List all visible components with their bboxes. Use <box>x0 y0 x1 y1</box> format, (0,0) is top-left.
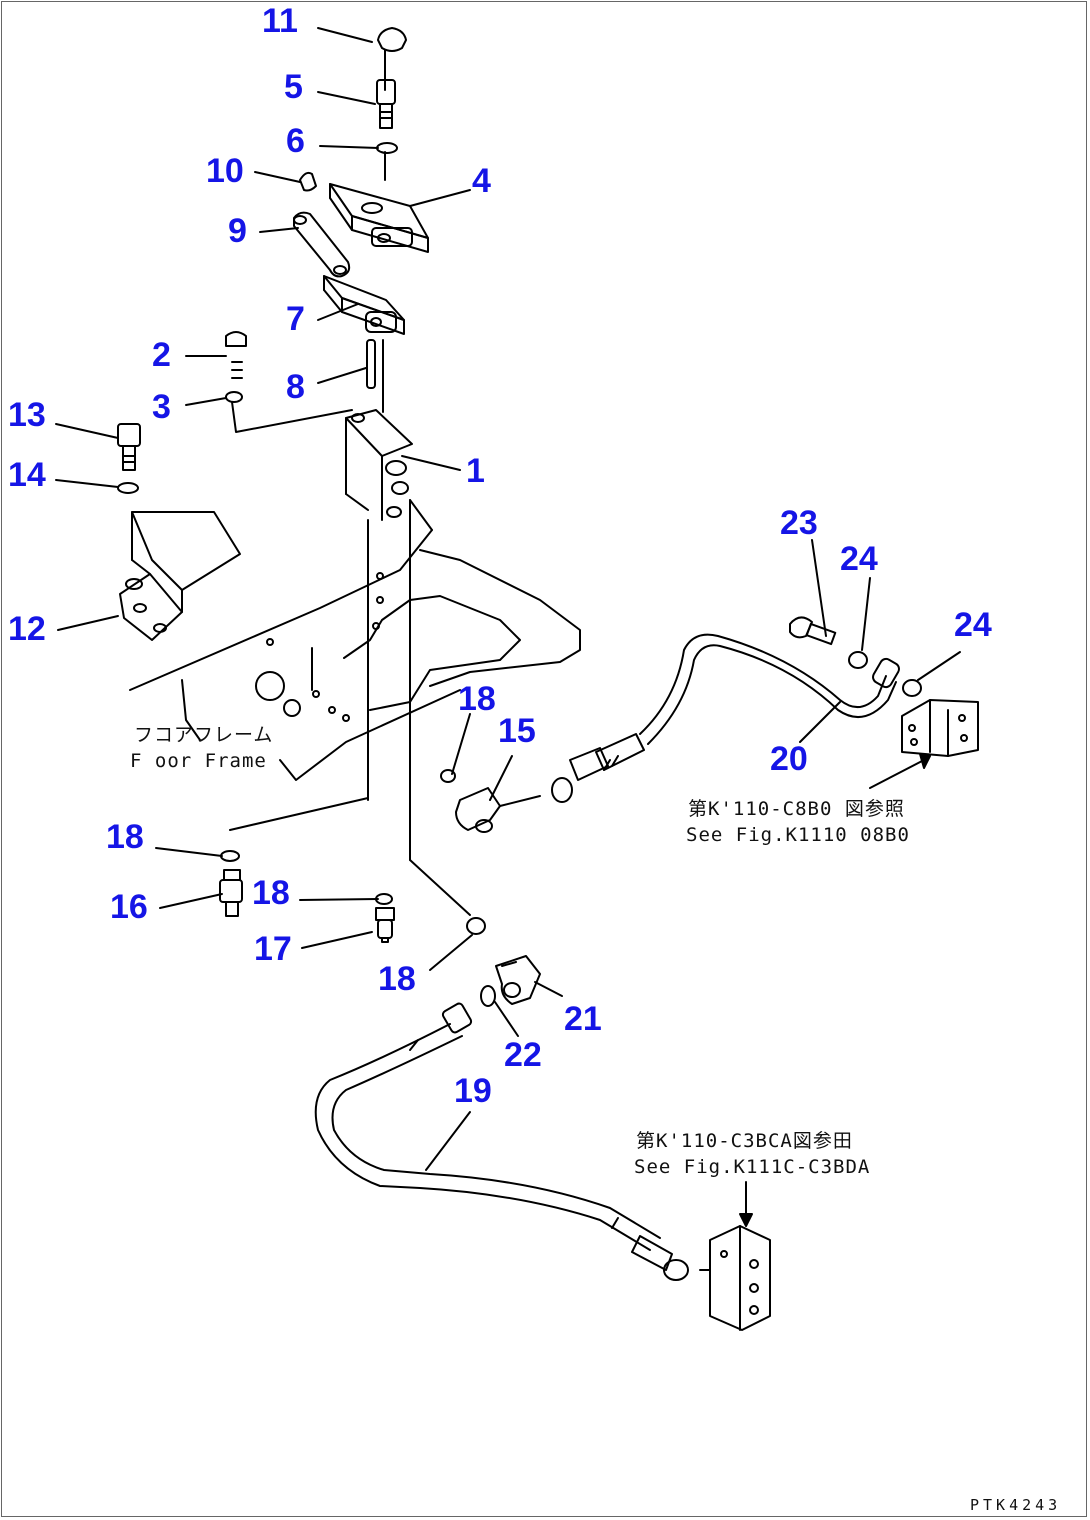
part-label-8: 8 <box>286 368 305 406</box>
part-label-9: 9 <box>228 212 247 250</box>
part-label-22: 22 <box>504 1036 542 1074</box>
part-label-4: 4 <box>472 162 491 200</box>
hose-part-20 <box>551 633 900 803</box>
part-label-3: 3 <box>152 388 171 426</box>
bolt-part-23 <box>789 616 837 646</box>
part-label-12: 12 <box>8 610 46 648</box>
part-label-15: 15 <box>498 712 536 750</box>
knob-part-11 <box>377 27 407 52</box>
part-label-18: 18 <box>458 680 496 718</box>
part-label-6: 6 <box>286 122 305 160</box>
bolt-part-13 <box>117 423 141 471</box>
part-label-5: 5 <box>284 68 303 106</box>
part-label-2: 2 <box>152 336 171 374</box>
floor-frame-label-jp: フコアフレーム <box>134 724 274 746</box>
part-label-24: 24 <box>954 606 992 644</box>
part-label-24: 24 <box>840 540 878 578</box>
link-part-9 <box>293 211 351 278</box>
part-label-11: 11 <box>262 2 298 40</box>
part-label-20: 20 <box>770 740 808 778</box>
reference-note-1-jp: 第K'110-C8B0 図参照 <box>688 798 905 820</box>
floor-frame-label-en: F oor Frame <box>130 750 267 772</box>
figure-code: PTK4243 <box>970 1496 1062 1514</box>
fitting-part-17 <box>375 907 395 943</box>
part-label-13: 13 <box>8 396 46 434</box>
valve-block-ref1 <box>869 699 979 789</box>
lever-bracket-part-1 <box>345 409 433 630</box>
bolt-part-5 <box>376 79 396 129</box>
part-label-18: 18 <box>252 874 290 912</box>
pedal-part-12 <box>119 511 241 641</box>
reference-note-1-en: See Fig.K1110 08B0 <box>686 824 910 846</box>
pin-part-8 <box>366 339 376 389</box>
part-label-21: 21 <box>564 1000 602 1038</box>
part-label-14: 14 <box>8 456 46 494</box>
part-label-16: 16 <box>110 888 148 926</box>
center-rod <box>367 49 471 916</box>
part-label-23: 23 <box>780 504 818 542</box>
floor-frame <box>129 529 581 831</box>
part-label-18: 18 <box>106 818 144 856</box>
spring-part-2 <box>225 331 247 379</box>
reference-note-2-jp: 第K'110-C3BCA図参田 <box>636 1130 853 1152</box>
part-label-18: 18 <box>378 960 416 998</box>
part-label-17: 17 <box>254 930 292 968</box>
part-label-1: 1 <box>466 452 485 490</box>
bracket-part-4 <box>329 183 429 253</box>
leader-lines <box>55 27 961 1171</box>
part-label-10: 10 <box>206 152 244 190</box>
fitting-part-16 <box>219 869 243 917</box>
part-label-7: 7 <box>286 300 305 338</box>
elbow-part-21 <box>495 955 541 1005</box>
elbow-part-15 <box>455 787 541 833</box>
part-label-19: 19 <box>454 1072 492 1110</box>
valve-block-ref2 <box>699 1181 771 1331</box>
hose-part-19 <box>314 1002 689 1281</box>
bracket-part-7 <box>323 275 405 335</box>
reference-note-2-en: See Fig.K111C-C3BDA <box>634 1156 871 1178</box>
